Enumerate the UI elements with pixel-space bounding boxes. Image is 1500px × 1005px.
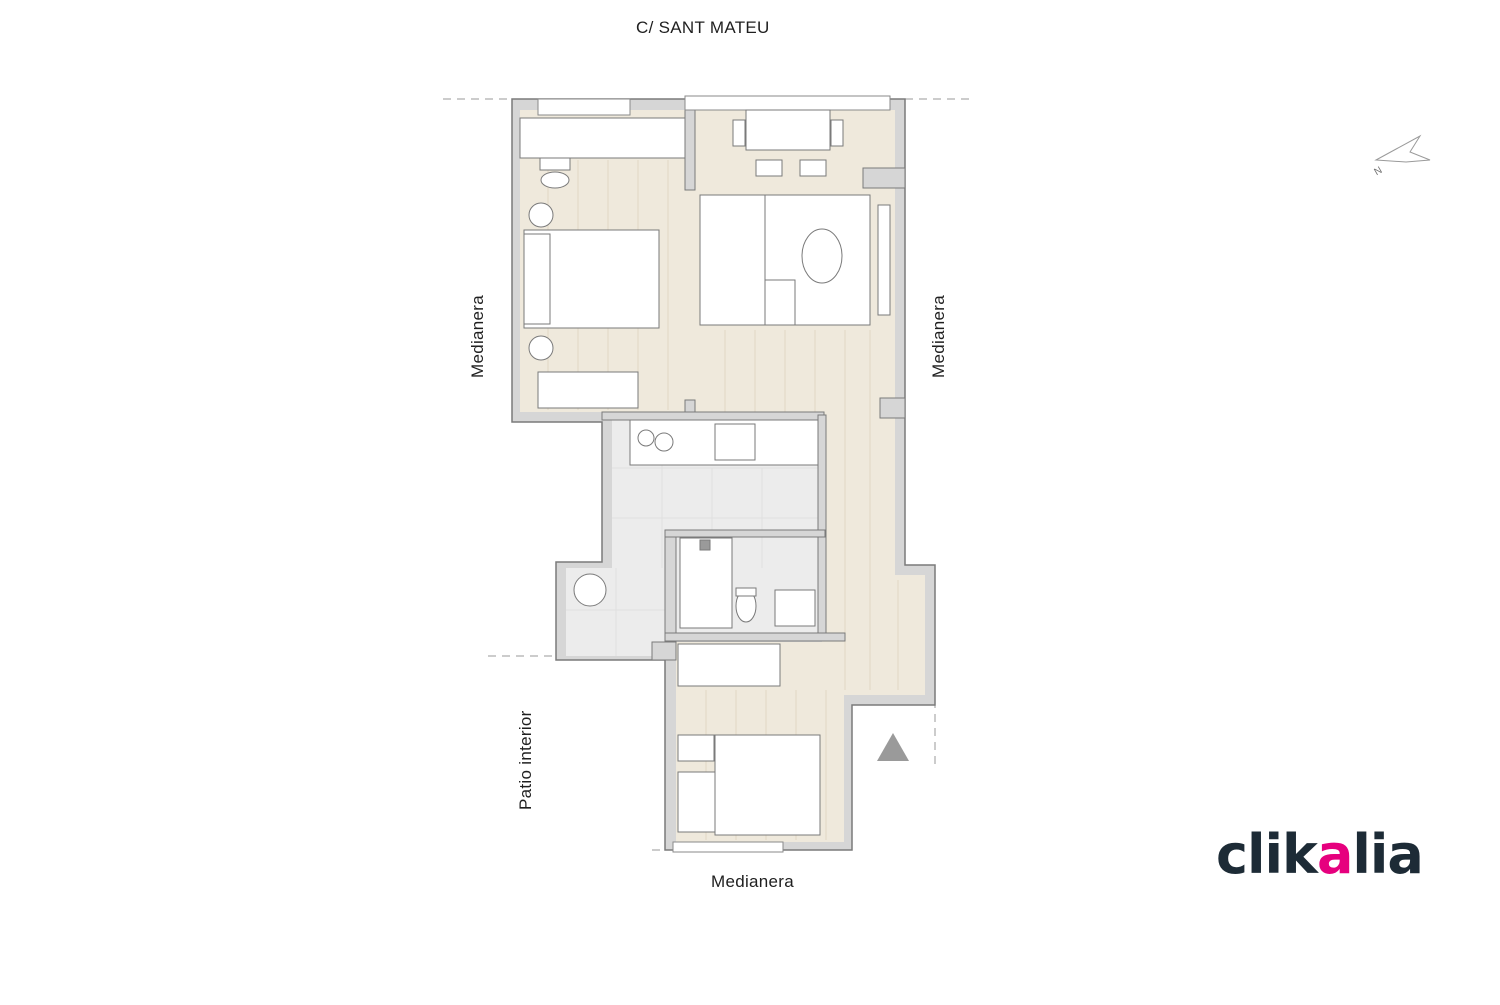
entrance-arrow-icon bbox=[877, 733, 909, 761]
bedroom-1-furniture bbox=[519, 117, 686, 409]
logo-accent-letter: a bbox=[1316, 823, 1353, 886]
compass-letter: N bbox=[1373, 165, 1385, 178]
brand-logo: clikalia bbox=[1216, 828, 1424, 882]
bedroom-2-furniture bbox=[677, 643, 821, 836]
street-label: C/ SANT MATEU bbox=[636, 18, 770, 37]
living-furniture bbox=[699, 109, 891, 326]
interior-walls bbox=[601, 107, 906, 661]
logo-prefix: clik bbox=[1216, 823, 1318, 886]
right-wall-label: Medianera bbox=[929, 294, 948, 378]
kitchen-counter bbox=[629, 419, 819, 466]
bathroom-fixtures bbox=[573, 537, 816, 629]
bottom-wall-label: Medianera bbox=[711, 872, 795, 891]
patio-label: Patio interior bbox=[516, 710, 535, 810]
left-wall-label: Medianera bbox=[468, 294, 487, 378]
compass-icon: N bbox=[1373, 134, 1431, 178]
logo-suffix: lia bbox=[1352, 823, 1423, 886]
windows bbox=[537, 95, 891, 853]
